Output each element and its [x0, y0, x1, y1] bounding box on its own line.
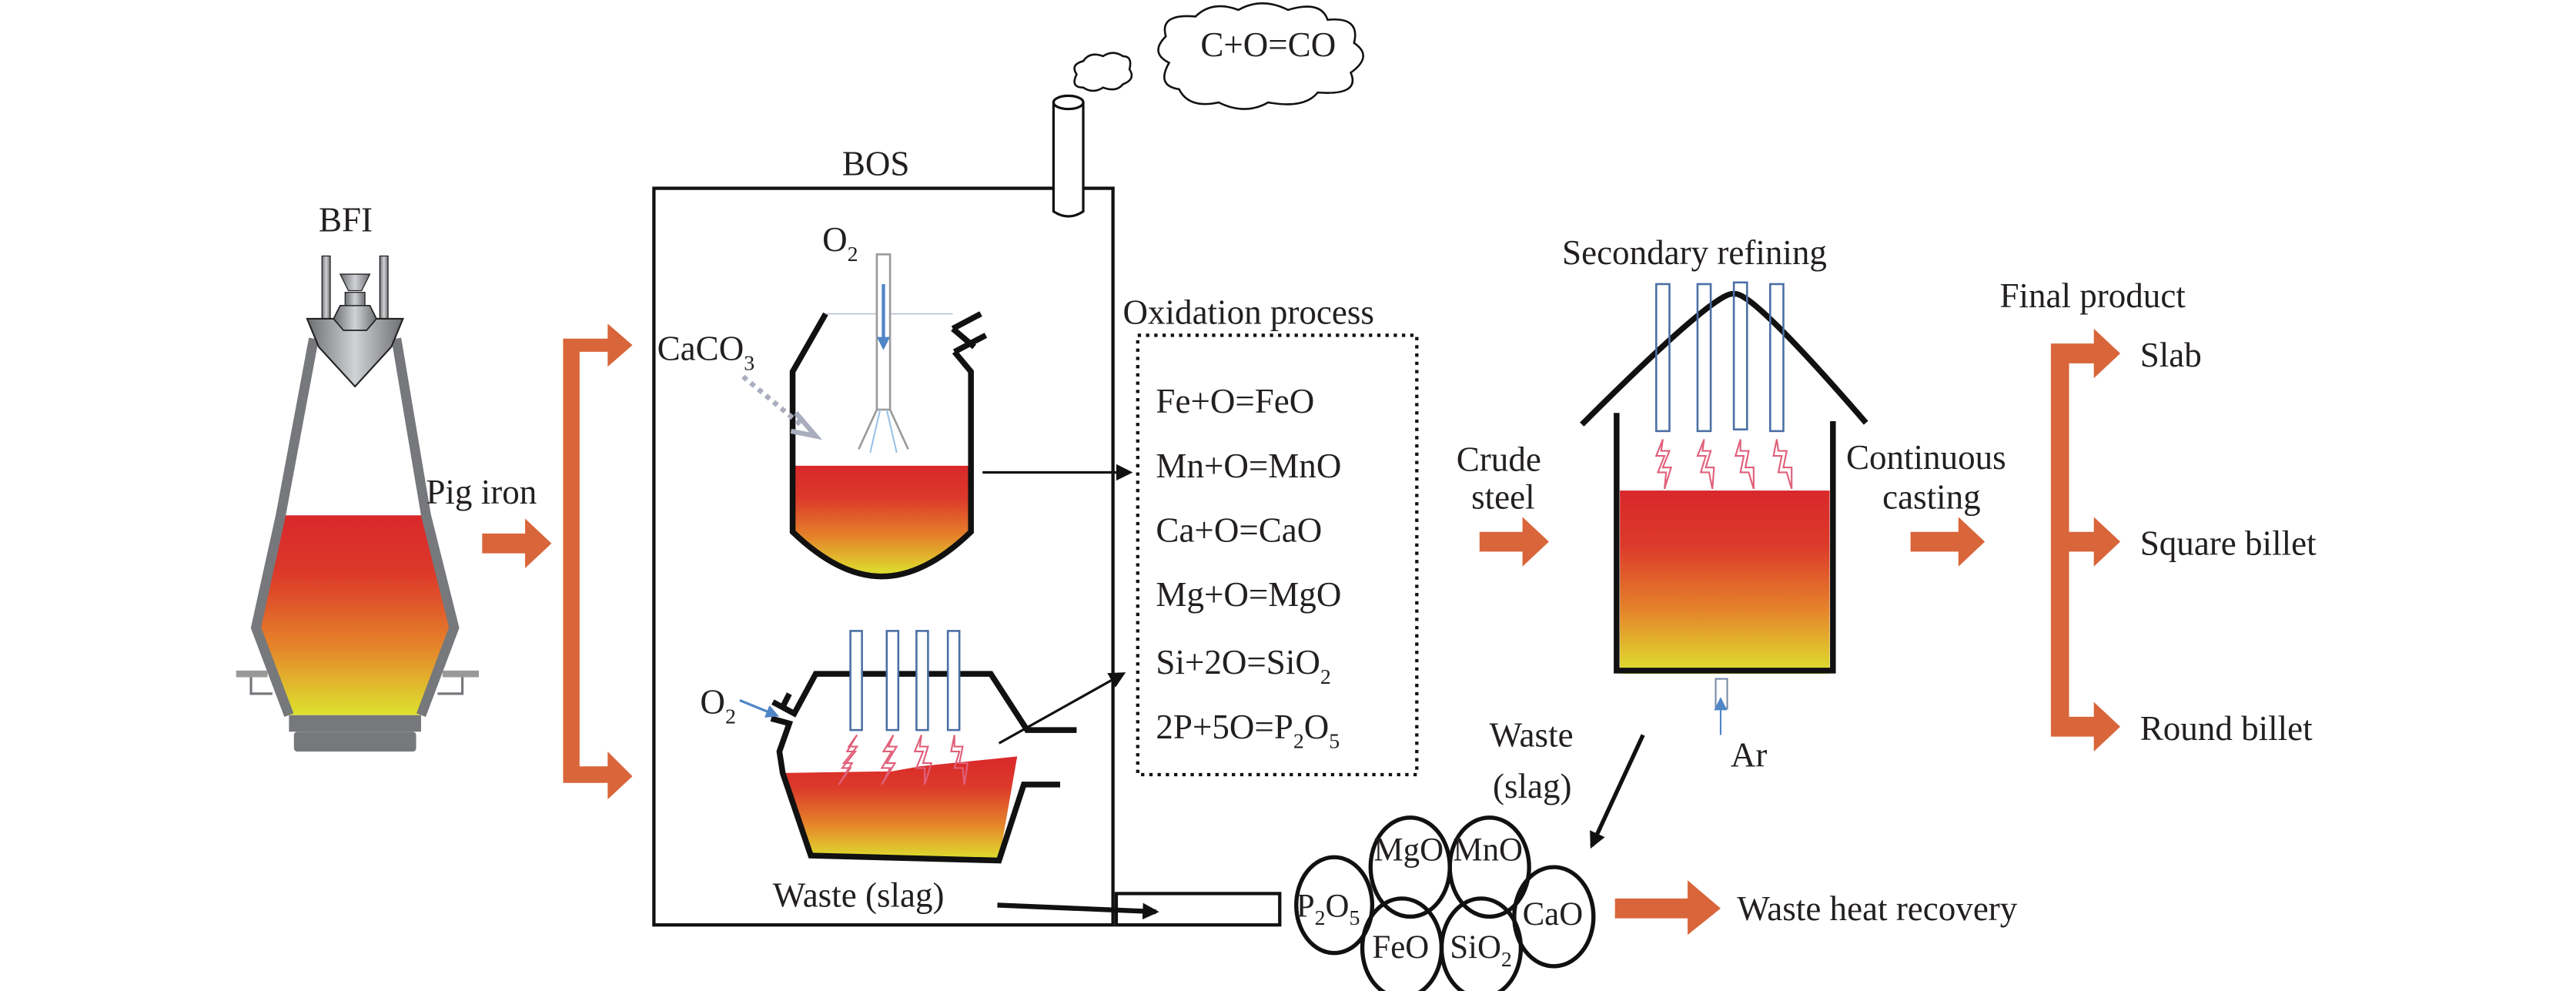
bottom-converter-melt: [782, 756, 1018, 861]
waste-heat-recovery-label: Waste heat recovery: [1737, 889, 2017, 928]
pig-iron-arrow: [482, 518, 552, 568]
slag-label-cao: CaO: [1523, 896, 1584, 932]
oxidation-box: [1136, 333, 1419, 777]
slag-label-sio2: SiO2: [1450, 929, 1512, 972]
bottom-o2-label: O2: [700, 683, 735, 729]
caco3-label: CaCO3: [657, 330, 755, 376]
slag-label-feo: FeO: [1372, 929, 1429, 966]
bos-section: BOS C+O=CO O2 CaCO3: [652, 2, 1364, 927]
caco3-feed-arrow: [741, 374, 823, 440]
bfi-molten-iron: [256, 515, 454, 715]
slag-label-p2o5: P2O5: [1296, 888, 1360, 930]
continuous-casting-label-line2: casting: [1882, 478, 1981, 517]
ladle-melt: [1620, 490, 1830, 675]
continuous-casting-label-line1: Continuous: [1846, 438, 2006, 477]
top-o2-label: O2: [822, 220, 858, 266]
refining-sparks: [1654, 439, 1793, 490]
bfi-shell: [250, 337, 460, 718]
secondary-refining-ladle: Secondary refining Ar Waste (slag): [1490, 233, 1868, 849]
refining-waste-label-line1: Waste: [1490, 716, 1574, 755]
bfi-label: BFI: [319, 200, 373, 239]
final-product-bracket: [2050, 328, 2121, 752]
bos-label: BOS: [842, 144, 910, 182]
reaction-fe: Fe+O=FeO: [1156, 382, 1314, 420]
slag-circle-p2o5: [1294, 855, 1375, 956]
refining-waste-arrow: [1590, 734, 1645, 849]
slag-circle-sio2: [1439, 896, 1524, 991]
oxidation-process-panel: Oxidation process Fe+O=FeO Mn+O=MnO Ca+O…: [1123, 293, 1419, 777]
top-converter-shell: [789, 311, 988, 580]
product-slab: Slab: [2140, 336, 2202, 374]
slag-channel: [1114, 892, 1282, 927]
bos-waste-label: Waste (slag): [773, 876, 945, 915]
exhaust-cloud: [1073, 2, 1364, 110]
reaction-si: Si+2O=SiO2: [1156, 643, 1330, 689]
slag-labels: P2O5 MgO MnO CaO FeO SiO2: [1296, 832, 1583, 972]
bos-box: [652, 186, 1115, 927]
secondary-refining-label: Secondary refining: [1562, 233, 1827, 272]
bottom-lances: [849, 630, 961, 732]
slag-label-mgo: MgO: [1374, 832, 1444, 869]
ladle-walls: [1614, 413, 1836, 674]
product-round-billet: Round billet: [2140, 709, 2313, 748]
bos-waste-arrow: [997, 902, 1159, 920]
crude-steel-label-line1: Crude: [1457, 440, 1541, 478]
bfi-base: [289, 715, 421, 732]
reaction-ca: Ca+O=CaO: [1156, 511, 1322, 550]
bfi-hopper: [306, 255, 404, 388]
top-converter-melt: [794, 465, 970, 575]
oxidation-title: Oxidation process: [1123, 293, 1374, 331]
reaction-p: 2P+5O=P2O5: [1156, 708, 1340, 754]
bottom-blown-converter: O2: [700, 630, 1077, 864]
co-reaction-label: C+O=CO: [1200, 25, 1336, 64]
ladle-roof: [1580, 290, 1868, 427]
bottom-converter-shell: [770, 671, 1077, 864]
argon-label: Ar: [1731, 735, 1768, 774]
product-square-billet: Square billet: [2140, 524, 2317, 563]
final-product-title: Final product: [1999, 276, 2186, 315]
crude-steel-label-line2: steel: [1471, 478, 1535, 517]
bottom-converter-to-oxidation-arrow: [998, 672, 1126, 745]
chimney: [1052, 94, 1085, 218]
final-product-section: Final product Slab Square billet Round b…: [1999, 276, 2317, 752]
bos-feed-bracket: [563, 323, 633, 800]
reaction-mg: Mg+O=MgO: [1156, 575, 1341, 614]
waste-heat-recovery-arrow: [1614, 880, 1721, 936]
refining-electrodes: [1655, 281, 1785, 433]
reaction-mn: Mn+O=MnO: [1156, 447, 1341, 485]
bottom-sparks: [838, 734, 969, 785]
continuous-casting-arrow: [1910, 517, 1986, 567]
blast-furnace: BFI: [236, 200, 480, 752]
bottom-oxygen-arrow: [739, 698, 780, 718]
slag-circle-mno: [1447, 815, 1531, 919]
refining-waste-label-line2: (slag): [1493, 767, 1572, 805]
top-blown-converter: O2 CaCO3: [657, 220, 988, 580]
crude-steel-arrow: [1479, 517, 1549, 567]
slag-components-cluster: [1294, 815, 1596, 991]
pig-iron-label: Pig iron: [426, 473, 537, 511]
bfi-foundation: [293, 732, 417, 752]
slag-label-mno: MnO: [1453, 832, 1523, 869]
